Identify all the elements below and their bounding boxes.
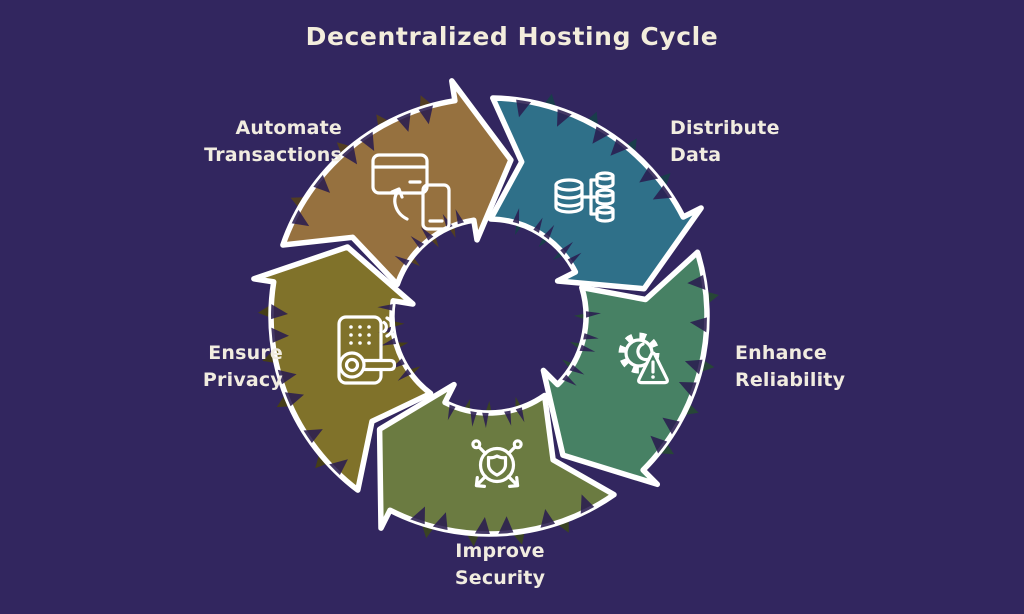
- smart-lock-icon: [337, 315, 397, 385]
- arrow-texture: [408, 402, 596, 534]
- cycle-arrows: [251, 78, 710, 537]
- icons-layer: [337, 153, 669, 488]
- arrow-enhance-reliability: [540, 249, 710, 488]
- small-database-bottom: [595, 205, 615, 223]
- small-database-middle: [595, 188, 615, 206]
- signal-wave-icon: [385, 316, 395, 338]
- label-ensure-privacy: Ensure Privacy: [202, 342, 283, 391]
- label-improve-security: Improve Security: [454, 540, 546, 589]
- gear-warning-icon: [618, 332, 669, 385]
- arrow-improve-security: [376, 381, 617, 537]
- card-phone-transfer-icon: [371, 153, 451, 231]
- label-enhance-reliability: Enhance Reliability: [735, 342, 846, 391]
- shield-network-icon: [471, 439, 523, 488]
- page-title: Decentralized Hosting Cycle: [305, 22, 719, 51]
- small-database-top: [595, 171, 615, 189]
- label-automate-transactions: Automate Transactions: [204, 117, 342, 166]
- arrow-texture: [289, 103, 466, 268]
- database-distribution-icon: [554, 171, 615, 223]
- label-distribute-data: Distribute Data: [670, 117, 780, 166]
- lock-lever: [358, 358, 397, 372]
- shield-icon: [486, 454, 508, 477]
- arrow-automate-transactions: [280, 78, 514, 288]
